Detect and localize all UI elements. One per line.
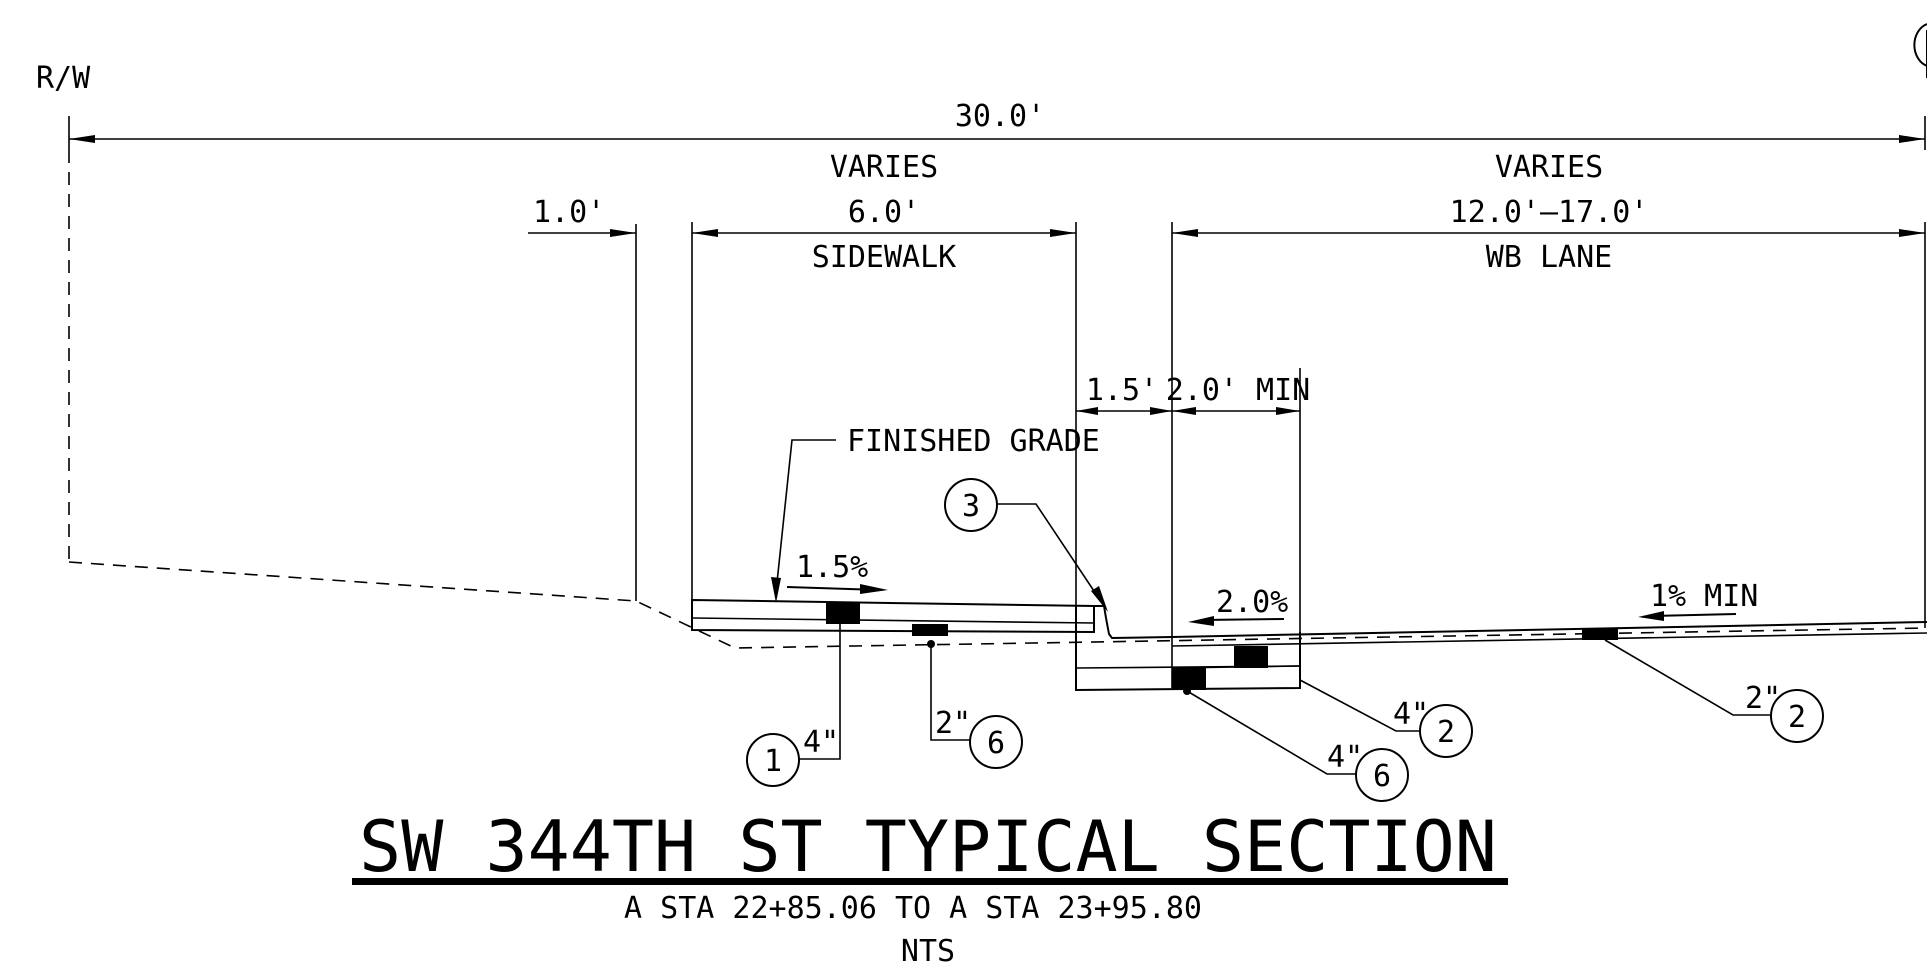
sidewalk-width-label: 6.0' — [848, 195, 920, 230]
callout-2-lane: 2" 2 — [1604, 639, 1824, 743]
title-underline — [352, 878, 1508, 885]
gutter-slope: 2.0% — [1188, 585, 1288, 626]
lane-dimension: VARIES 12.0'–17.0' WB LANE — [1171, 150, 1926, 688]
centerline-symbol — [1913, 23, 1927, 78]
lane-min-label: 2.0' MIN — [1166, 373, 1311, 408]
gutter-slope-label: 2.0% — [1216, 585, 1288, 620]
callout-6-gutter-number: 6 — [1373, 759, 1391, 794]
lane-slope: 1% MIN — [1638, 579, 1758, 621]
finished-grade-callout: FINISHED GRADE — [771, 424, 1100, 603]
sidewalk-base-marker — [912, 624, 948, 636]
callout-6-sidewalk: 2" 6 — [927, 640, 1023, 769]
finished-grade-label: FINISHED GRADE — [847, 424, 1100, 459]
total-width-label: 30.0' — [955, 99, 1045, 134]
callout-6-sidewalk-number: 6 — [987, 726, 1005, 761]
callout-3-number: 3 — [962, 489, 980, 524]
title-block: SW 344TH ST TYPICAL SECTION A STA 22+85.… — [352, 806, 1508, 967]
station-range: A STA 22+85.06 TO A STA 23+95.80 — [624, 891, 1202, 926]
callout-2-lane-number: 2 — [1788, 700, 1806, 735]
lane-pavement-marker — [1582, 628, 1618, 640]
sidewalk-name-label: SIDEWALK — [812, 240, 957, 275]
gutter-pavement-marker — [1234, 646, 1268, 668]
gutter-dimensions: 1.5' 2.0' MIN — [1076, 368, 1310, 668]
callout-1-number: 1 — [764, 744, 782, 779]
callout-2-gutter-number: 2 — [1437, 715, 1455, 750]
curb-offset-label: 1.0' — [533, 195, 605, 230]
sidewalk-slope-label: 1.5% — [796, 550, 868, 585]
lane-width-label: 12.0'–17.0' — [1450, 195, 1649, 230]
gutter-base-marker — [1172, 668, 1206, 690]
callout-2-gutter: 4" 2 — [1299, 679, 1473, 758]
drawing-title: SW 344TH ST TYPICAL SECTION — [359, 806, 1497, 888]
sidewalk-pavement-marker — [826, 602, 860, 624]
sidewalk-section — [691, 598, 1095, 636]
sidewalk-varies-label: VARIES — [830, 150, 938, 185]
curb-and-gutter — [1075, 605, 1301, 692]
callout-6-sidewalk-thickness: 2" — [935, 706, 971, 741]
roadway-pavement — [1171, 621, 1927, 669]
scale-note: NTS — [901, 934, 955, 967]
gutter-width-label: 1.5' — [1086, 373, 1158, 408]
callout-6-gutter: 4" 6 — [1183, 687, 1409, 802]
lane-slope-label: 1% MIN — [1650, 579, 1758, 614]
callout-1: 4" 1 — [746, 624, 841, 787]
callout-3: 3 — [944, 478, 1108, 612]
callout-1-thickness: 4" — [803, 725, 839, 760]
curb-offset-dimension: 1.0' — [528, 195, 637, 601]
right-of-way-lines — [68, 150, 1927, 649]
sidewalk-slope: 1.5% — [786, 550, 888, 594]
lane-name-label: WB LANE — [1486, 240, 1612, 275]
rw-label: R/W — [36, 61, 91, 96]
lane-varies-label: VARIES — [1495, 150, 1603, 185]
total-width-dimension: 30.0' — [68, 99, 1926, 150]
sidewalk-dimension: VARIES 6.0' SIDEWALK — [691, 150, 1077, 605]
